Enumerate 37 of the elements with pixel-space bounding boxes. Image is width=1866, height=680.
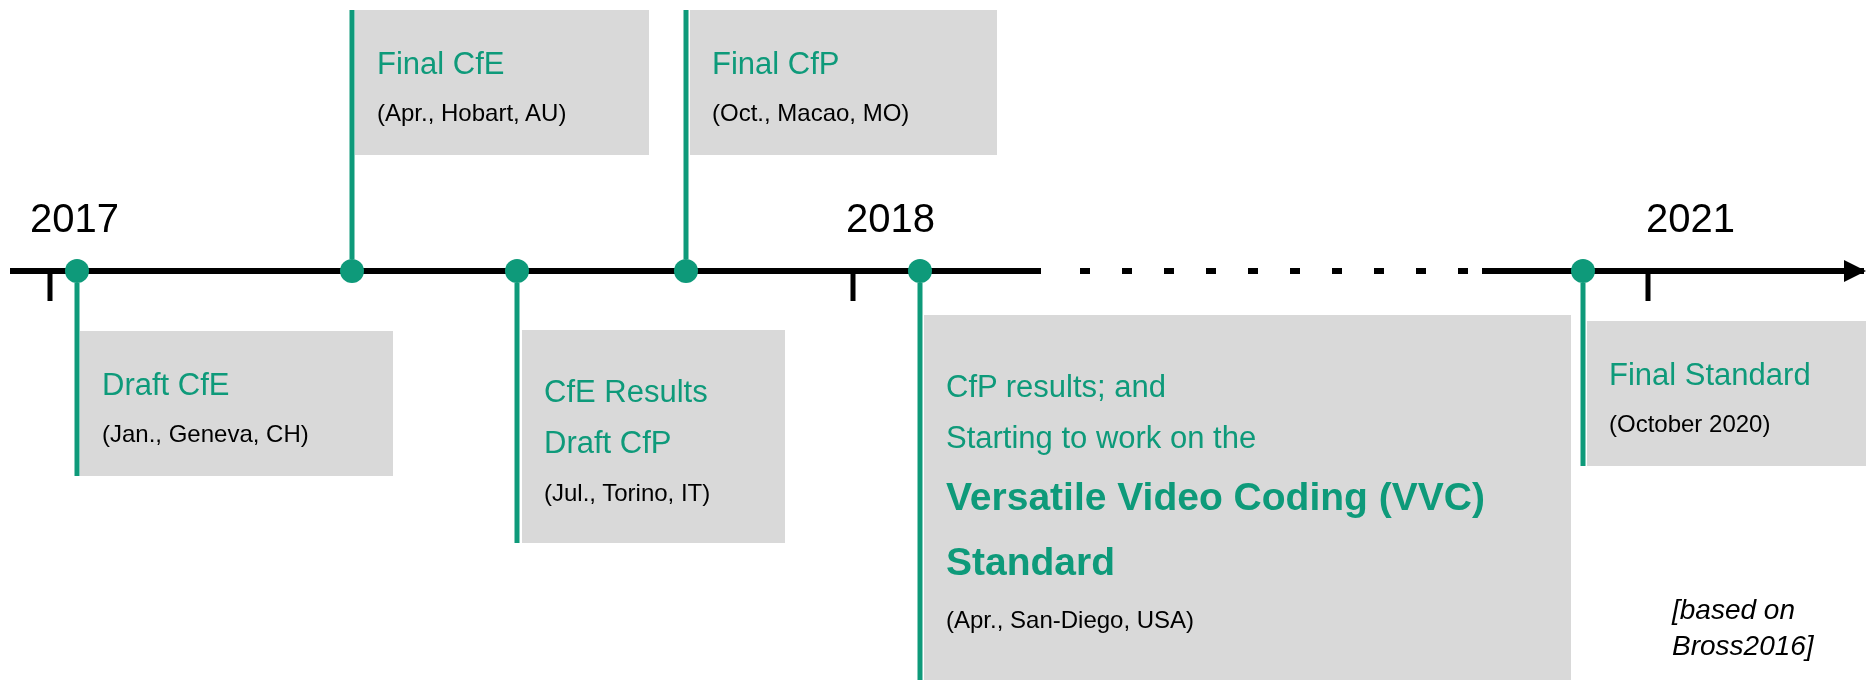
- event-title: Final CfP: [712, 44, 841, 83]
- event-dot: [65, 259, 89, 283]
- event-details: (October 2020): [1609, 409, 1772, 440]
- event-details: (Apr., Hobart, AU): [377, 98, 568, 129]
- event-box: [355, 10, 649, 155]
- event-box: [80, 331, 393, 476]
- event-box: [522, 330, 785, 543]
- event-details: (Oct., Macao, MO): [712, 98, 911, 129]
- event-title: Final Standard: [1609, 355, 1812, 394]
- event-title: CfE Results: [544, 373, 709, 412]
- event-title: CfP results; and: [946, 367, 1167, 406]
- standard-title: Versatile Video Coding (VVC) Standard: [946, 474, 1486, 585]
- year-label: 2021: [1646, 196, 1735, 241]
- event-title: Draft CfE: [102, 365, 231, 404]
- event-dot: [340, 259, 364, 283]
- event-dot: [674, 259, 698, 283]
- event-title: Final CfE: [377, 44, 506, 83]
- event-title: Draft CfP: [544, 423, 673, 462]
- year-label: 2017: [30, 196, 119, 241]
- stem-line: [514, 283, 520, 543]
- event-dot: [908, 259, 932, 283]
- event-dot: [1571, 259, 1595, 283]
- event-box: [1587, 321, 1866, 466]
- citation-note: [based on Bross2016]: [1672, 593, 1815, 664]
- stem-line: [683, 10, 689, 259]
- event-details: (Apr., San-Diego, USA): [946, 605, 1196, 635]
- event-details: (Jul., Torino, IT): [544, 477, 712, 508]
- stem-line: [917, 283, 923, 680]
- event-dot: [505, 259, 529, 283]
- stem-line: [74, 283, 80, 476]
- event-title: Starting to work on the: [946, 418, 1258, 457]
- event-box: [690, 10, 997, 155]
- event-box: [924, 315, 1571, 680]
- event-details: (Jan., Geneva, CH): [102, 419, 310, 450]
- stem-line: [1580, 283, 1586, 466]
- stem-line: [349, 10, 355, 259]
- year-label: 2018: [846, 196, 935, 241]
